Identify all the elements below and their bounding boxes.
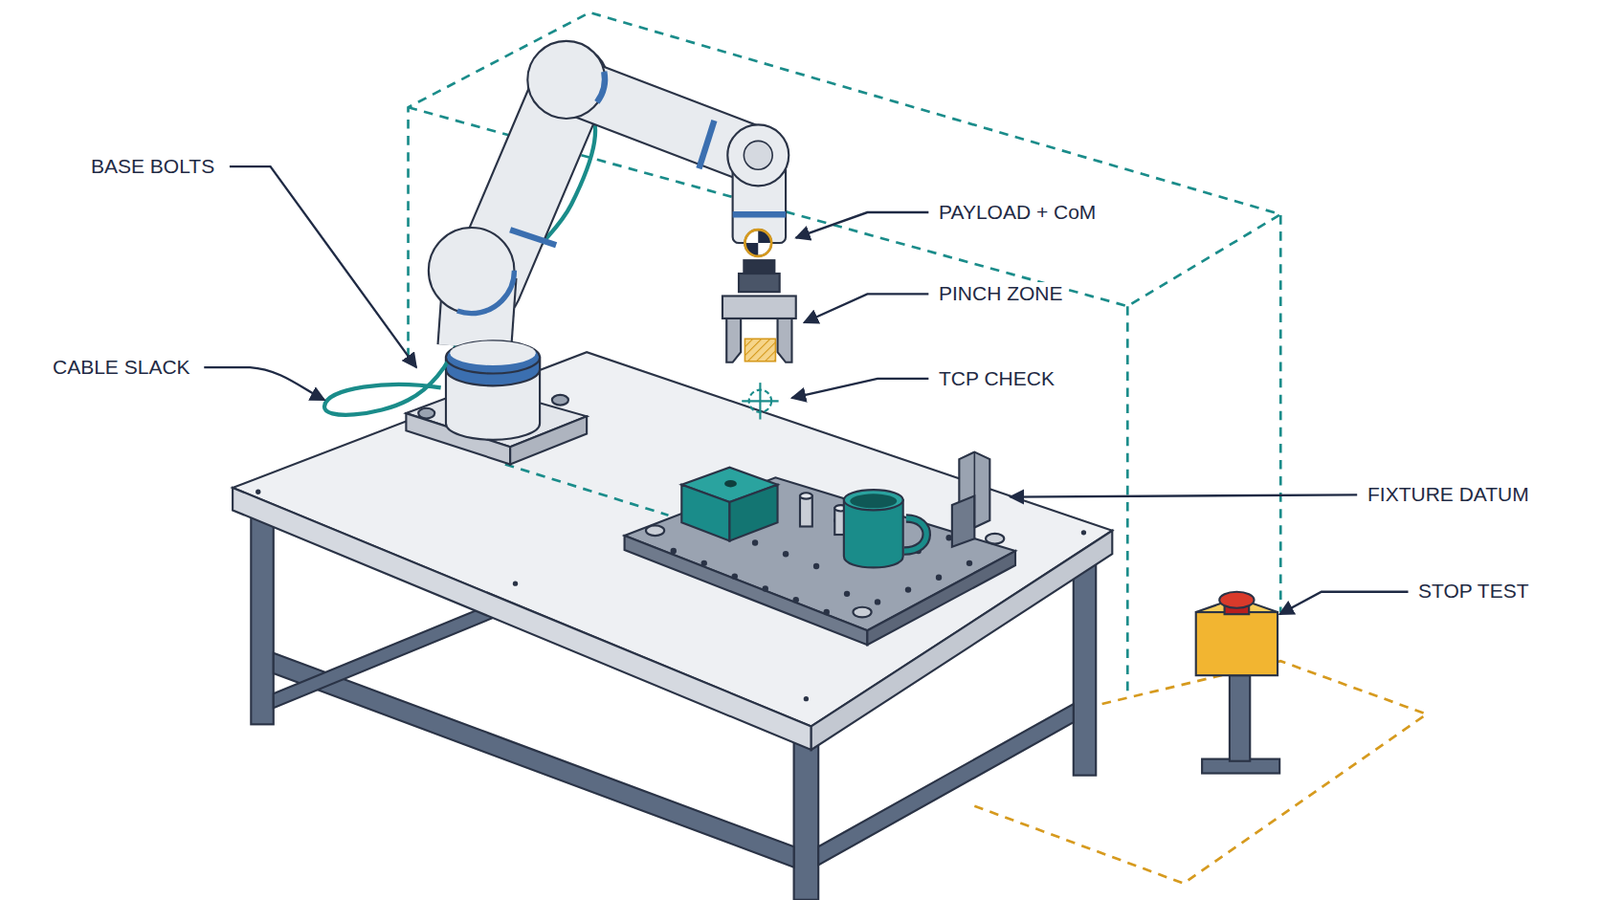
callout-label: BASE BOLTS (88, 155, 217, 178)
callout-label: CABLE SLACK (50, 355, 193, 379)
callout-label: FIXTURE DATUM (1365, 483, 1532, 507)
callout-label: PINCH ZONE (936, 282, 1066, 306)
callout-label: PAYLOAD + CoM (936, 200, 1098, 224)
callout-label: STOP TEST (1416, 579, 1532, 603)
callout-label: TCP CHECK (936, 367, 1057, 391)
